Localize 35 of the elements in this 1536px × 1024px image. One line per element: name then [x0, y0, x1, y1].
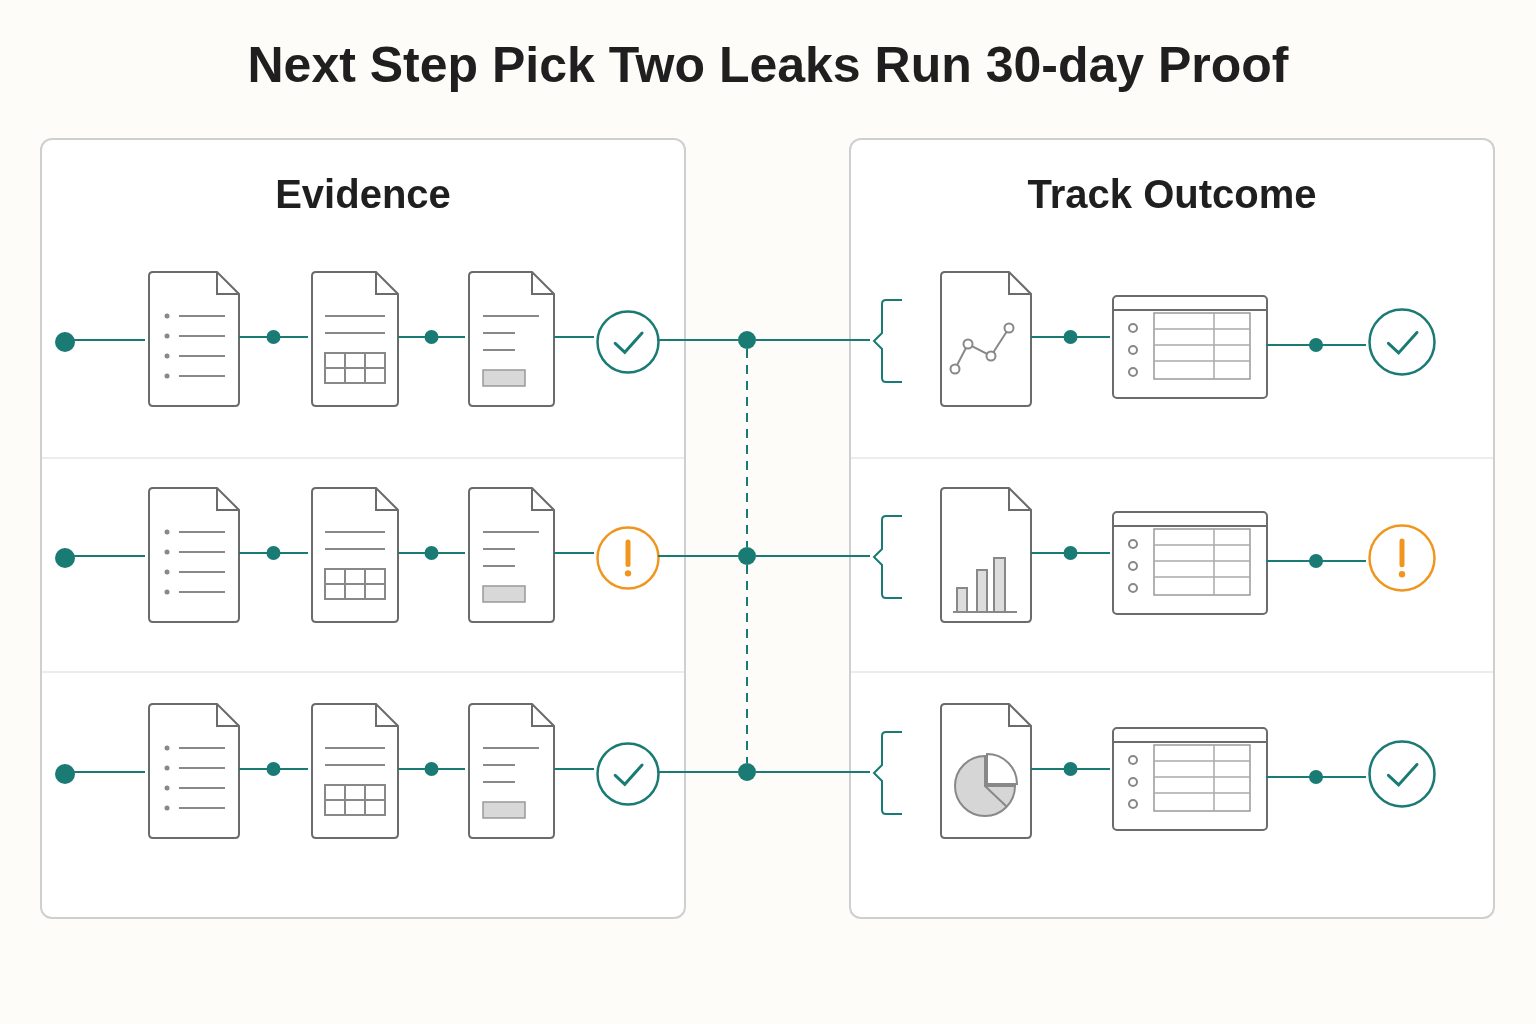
- spreadsheet-window-icon: [1112, 511, 1268, 615]
- connector-node: [55, 332, 75, 352]
- document-icon: [467, 270, 556, 408]
- connector-node: [738, 331, 756, 349]
- check-icon: [596, 310, 660, 374]
- document-icon: [310, 270, 400, 408]
- check-icon: [596, 742, 660, 806]
- document-icon: [939, 702, 1033, 840]
- curly-bracket: [872, 299, 902, 383]
- document-icon: [467, 702, 556, 840]
- curly-bracket: [872, 731, 902, 815]
- panel-heading: Track Outcome: [1026, 172, 1318, 217]
- diagram-title: Next Step Pick Two Leaks Run 30-day Proof: [246, 36, 1290, 94]
- panel: [849, 138, 1495, 919]
- document-icon: [310, 486, 400, 624]
- document-icon: [467, 486, 556, 624]
- document-icon: [310, 702, 400, 840]
- document-icon: [147, 702, 241, 840]
- check-icon: [1368, 308, 1436, 376]
- alert-icon: [1368, 524, 1436, 592]
- curly-bracket: [872, 515, 902, 599]
- check-icon: [1368, 740, 1436, 808]
- panel-heading: Evidence: [274, 172, 452, 217]
- spreadsheet-window-icon: [1112, 295, 1268, 399]
- document-icon: [939, 486, 1033, 624]
- connector-node: [55, 548, 75, 568]
- panel: [40, 138, 686, 919]
- alert-icon: [596, 526, 660, 590]
- spreadsheet-window-icon: [1112, 727, 1268, 831]
- document-icon: [147, 486, 241, 624]
- document-icon: [147, 270, 241, 408]
- connector-node: [738, 763, 756, 781]
- document-icon: [939, 270, 1033, 408]
- connector-node: [738, 547, 756, 565]
- connector-node: [55, 764, 75, 784]
